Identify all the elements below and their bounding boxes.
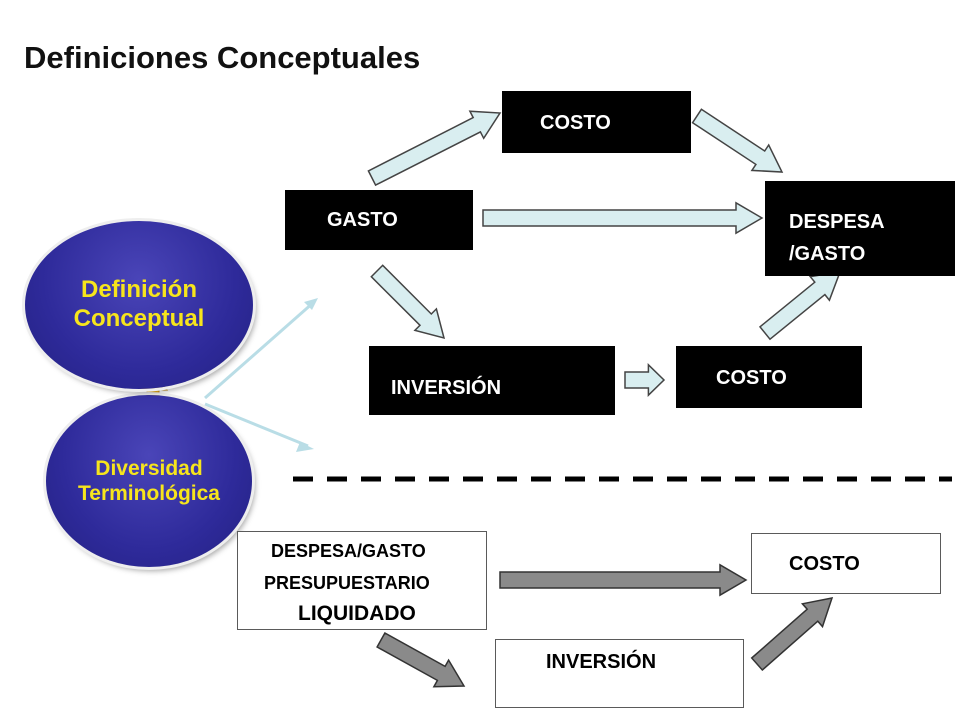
arrow-gasto-to-inversion	[370, 264, 446, 340]
despesa-presupuestario-box: DESPESA/GASTO PRESUPUESTARIO LIQUIDADO	[237, 531, 487, 630]
definicion-label-line2: Conceptual	[73, 305, 205, 332]
arrow-despesa-to-costo-bottom	[499, 563, 748, 597]
connector-arrowhead-down	[296, 442, 314, 452]
arrow-gasto-to-despesa	[482, 201, 764, 235]
costo-box-top: COSTO	[502, 91, 691, 153]
arrow-gasto-to-costo	[367, 110, 502, 187]
costo-box-bottom: COSTO	[751, 533, 941, 594]
connector-arrowhead-up	[304, 298, 318, 310]
arrow-despesa-to-inversion-bottom	[376, 631, 466, 688]
costo-label-bottom: COSTO	[789, 553, 860, 575]
diversidad-terminologica-bubble: Diversidad Terminológica	[46, 395, 252, 567]
connector-line-up	[204, 300, 315, 400]
despesa-presupuestario-line2: PRESUPUESTARIO	[264, 573, 430, 593]
arrow-inversion-to-costo	[624, 363, 666, 397]
inversion-box-bottom: INVERSIÓN	[495, 639, 744, 708]
despesa-gasto-box: DESPESA /GASTO	[765, 181, 955, 276]
despesa-presupuestario-line3: LIQUIDADO	[298, 602, 416, 625]
gasto-label: GASTO	[327, 209, 398, 231]
inversion-box-top: INVERSIÓN	[369, 346, 615, 415]
definicion-label-line1: Definición	[80, 276, 197, 304]
gasto-box: GASTO	[285, 190, 473, 250]
arrow-inversion-to-costo-bottom	[750, 597, 834, 672]
inversion-label-top: INVERSIÓN	[391, 377, 502, 399]
arrow-costo-to-despesa-up	[758, 271, 842, 341]
despesa-label-line2: /GASTO	[789, 243, 866, 265]
diversidad-label-line1: Diversidad	[95, 456, 203, 480]
costo-label-mid: COSTO	[716, 367, 787, 389]
diversidad-label-line2: Terminológica	[78, 482, 220, 505]
despesa-presupuestario-line1: DESPESA/GASTO	[271, 541, 426, 561]
inversion-label-bottom: INVERSIÓN	[546, 651, 657, 673]
connector-line-down	[204, 402, 309, 448]
despesa-label-line1: DESPESA	[789, 211, 885, 233]
arrow-costo-to-despesa	[691, 108, 784, 173]
costo-box-mid: COSTO	[676, 346, 862, 408]
costo-label-top: COSTO	[540, 112, 611, 134]
page-title: Definiciones Conceptuales	[24, 40, 421, 75]
definicion-conceptual-bubble: Definición Conceptual	[25, 221, 253, 389]
